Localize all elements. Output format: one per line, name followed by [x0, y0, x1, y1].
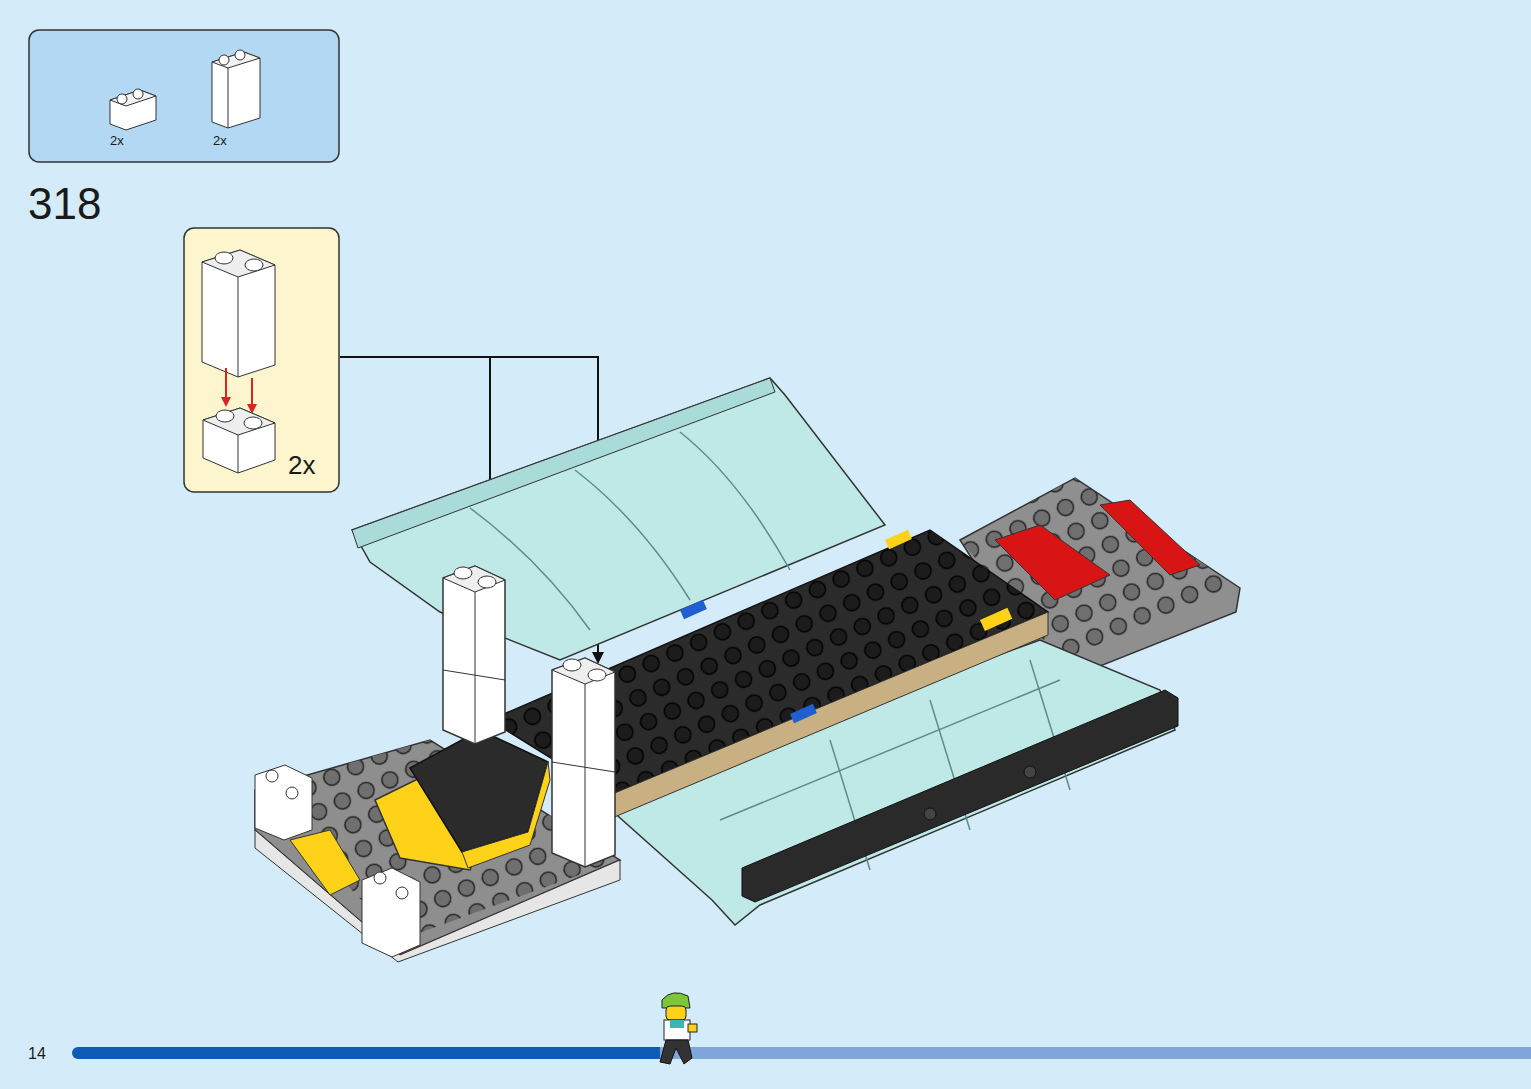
step-number: 318 [28, 182, 101, 226]
page-number: 14 [28, 1046, 46, 1062]
quantity-label: 2x [213, 134, 227, 147]
parts-list-box: 2x 2x [29, 30, 339, 162]
callout-box: 2x [184, 228, 339, 492]
quantity-label: 2x [110, 134, 124, 147]
minifig [660, 993, 697, 1064]
quantity-label: 2x [288, 452, 315, 478]
